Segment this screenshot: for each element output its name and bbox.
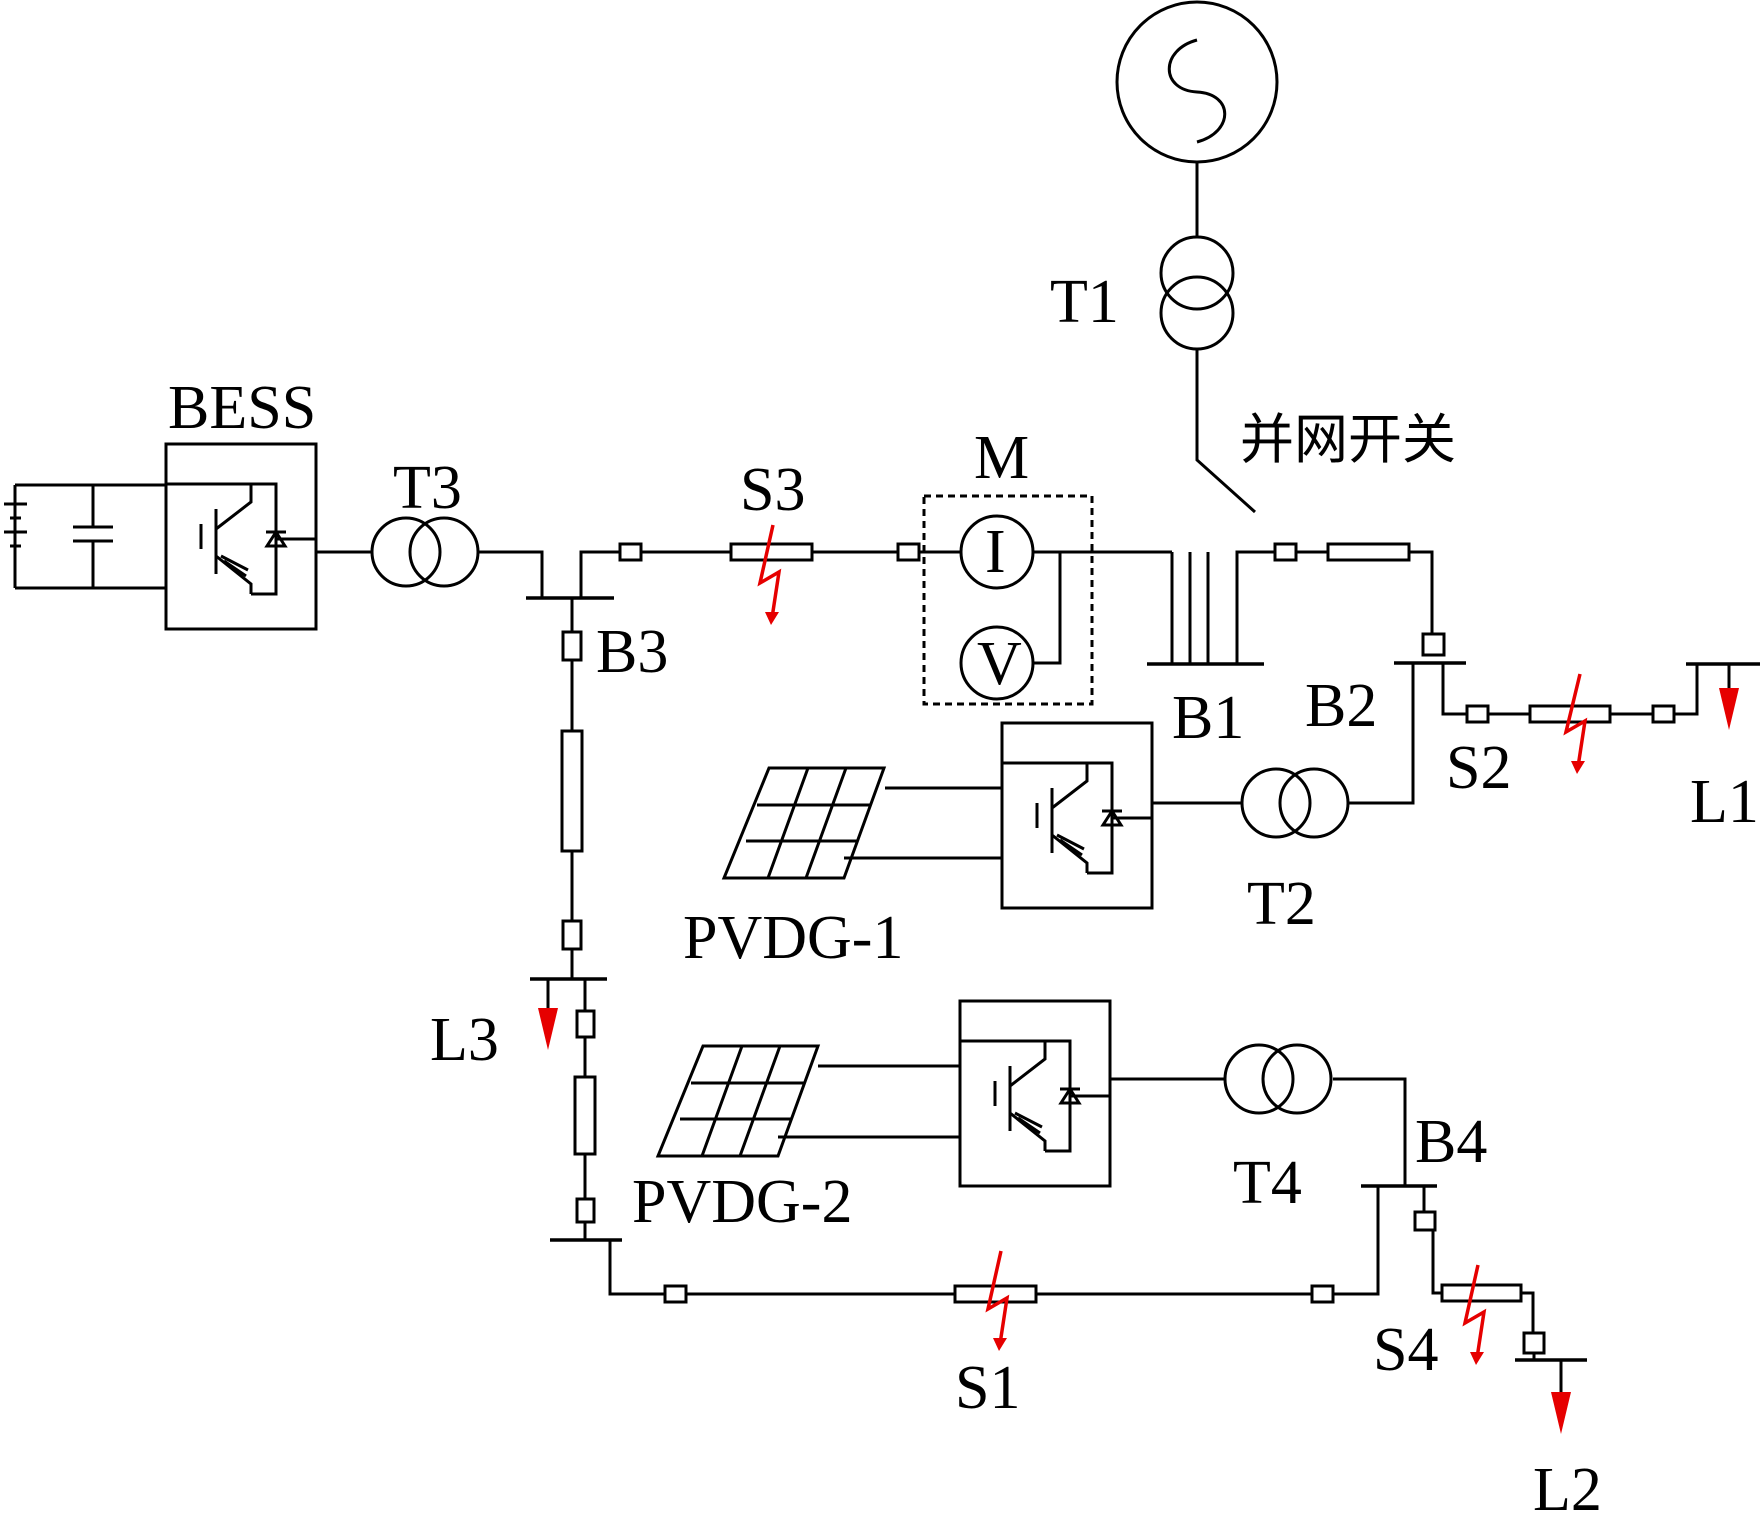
battery-icon [4,485,27,588]
transformer-t2 [1240,767,1350,839]
grid-switch-label: 并网开关 [1240,408,1456,471]
line-l3-impedance [573,1075,597,1156]
b1-label: B1 [1172,684,1244,752]
transformer-t1: T1 [1050,235,1235,351]
m-label: M [974,424,1029,492]
bus-b1: B1 [1147,550,1275,752]
breaker-icon [575,1197,596,1224]
bess-converter [164,442,318,631]
line-b3-impedance [560,729,584,853]
pvdg1-converter [1000,721,1154,910]
grid-connection-switch: 并网开关 [1195,349,1456,514]
s3-label: S3 [740,456,805,524]
load-arrow-icon [1719,688,1739,730]
load-arrow-icon [1551,1392,1571,1434]
line-s1-impedance [953,1284,1038,1304]
ammeter-label: I [985,518,1006,586]
breaker-icon [618,542,643,562]
t1-label: T1 [1050,268,1119,336]
b2-label: B2 [1305,672,1377,740]
line-s4-impedance [1440,1283,1523,1303]
breaker-icon [663,1284,688,1304]
capacitor-icon [73,485,113,588]
b4-label: B4 [1415,1108,1487,1176]
breaker-icon [575,1009,596,1039]
breaker-icon [1522,1331,1546,1355]
s2-label: S2 [1446,734,1511,802]
fault-lightning-icon [985,1250,1010,1351]
breaker-icon [561,630,583,662]
l1-label: L1 [1690,768,1759,836]
s4-label: S4 [1373,1316,1438,1384]
pv-panel-icon [722,766,886,880]
line-s3-impedance [729,542,814,562]
s1-label: S1 [955,1354,1020,1422]
grid-source [1115,0,1279,237]
breaker-icon [896,542,921,562]
breaker-icon [1465,704,1490,724]
breaker-icon [1310,1284,1335,1304]
t2-label: T2 [1247,870,1316,938]
breaker-icon [1651,704,1676,724]
pvdg2-converter [958,999,1112,1188]
bess-label: BESS [168,374,316,442]
bess-battery: BESS [4,374,318,631]
breaker-icon [1413,1210,1437,1232]
breaker-icon [561,919,583,951]
transformer-icon [1159,235,1235,351]
pv-panel-icon [656,1044,820,1158]
l3-label: L3 [430,1006,499,1074]
breaker-icon [1421,632,1446,657]
measurement-box-m: M I V [919,424,1172,706]
ac-source-icon [1115,0,1279,164]
load-arrow-icon [538,1008,558,1050]
pvdg2-label: PVDG-2 [632,1168,852,1236]
b3-label: B3 [596,618,668,686]
t4-label: T4 [1233,1149,1302,1217]
transformer-t4 [1223,1043,1333,1115]
voltmeter-label: V [977,630,1022,698]
fault-lightning-icon [1563,673,1588,774]
breaker-icon [1273,542,1298,562]
pvdg1-label: PVDG-1 [683,904,903,972]
fault-lightning-icon [757,524,782,625]
fault-lightning-icon [1462,1264,1487,1365]
transformer-t3 [370,516,480,588]
l2-label: L2 [1533,1456,1602,1521]
t3-label: T3 [393,454,462,522]
line-b1-b2-impedance [1326,542,1411,562]
